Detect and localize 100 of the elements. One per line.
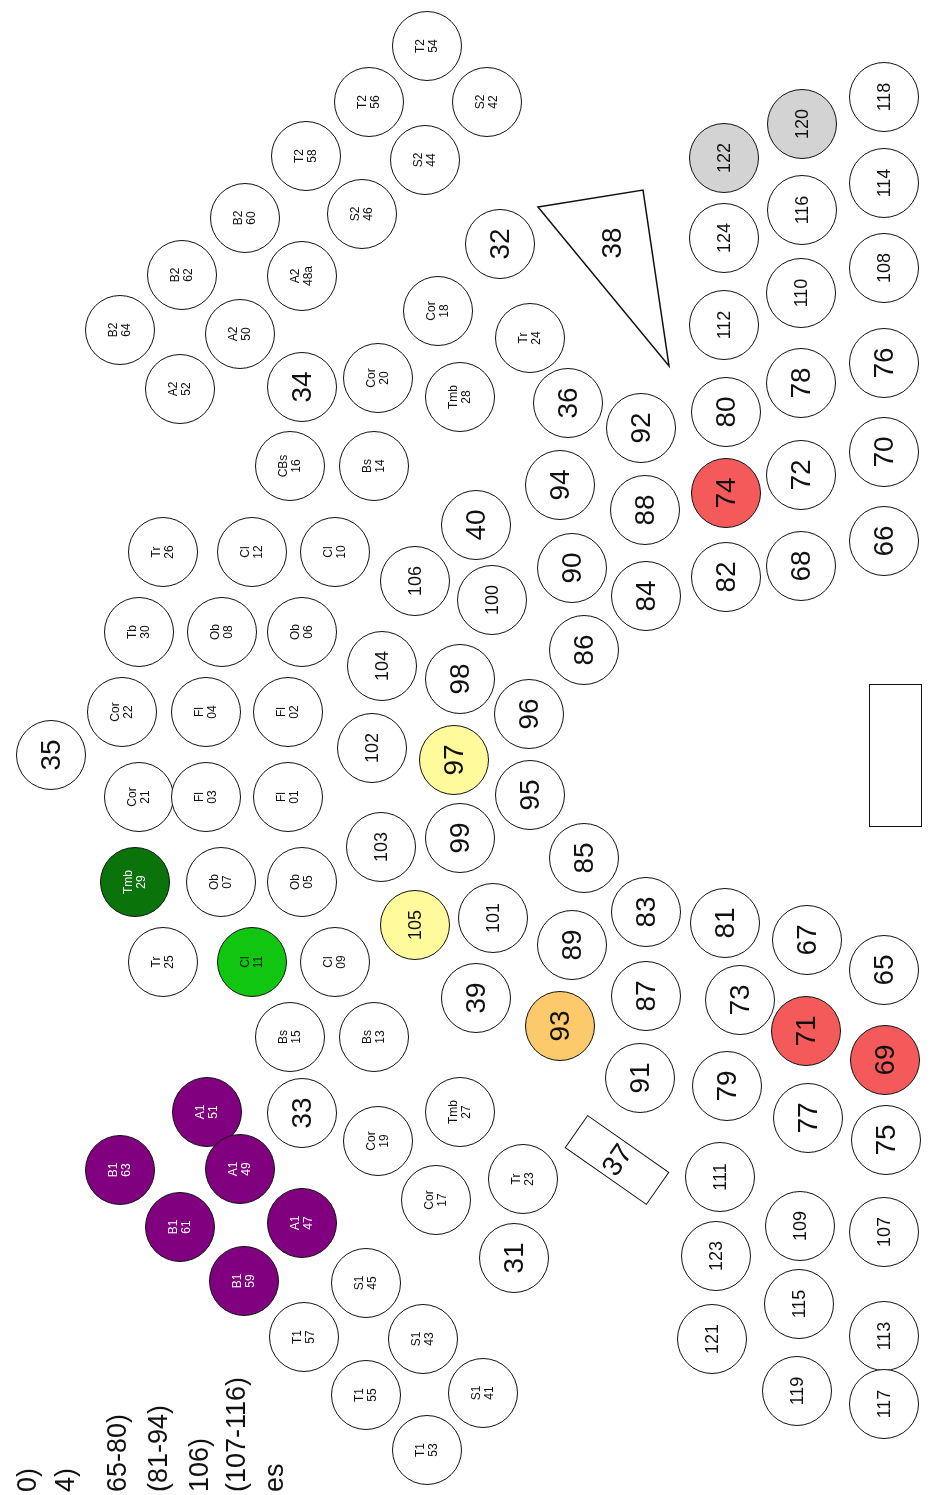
- seat-label: Fl 01: [275, 790, 301, 804]
- seat-label: 86: [569, 634, 599, 666]
- seat-label: Ob 06: [289, 624, 315, 640]
- seat-label: Cor 17: [423, 1190, 449, 1210]
- seat-circle: [392, 1415, 462, 1485]
- seat-circle: [448, 1358, 518, 1428]
- seat-label: A1 49: [227, 1161, 253, 1177]
- seat-label: Cor 20: [365, 368, 391, 388]
- seat-label: 70: [869, 436, 899, 468]
- seat-label: 69: [870, 1044, 900, 1076]
- seat-circle: [147, 240, 217, 310]
- seat-circle: [145, 1192, 215, 1262]
- seat-circle: [388, 1304, 458, 1374]
- seat-label: T2 54: [414, 39, 440, 53]
- seat-label: A1 47: [289, 1215, 315, 1231]
- seat-label: T2 58: [293, 149, 319, 163]
- seat-label: B1 59: [231, 1273, 257, 1289]
- seat-label: 101: [483, 903, 503, 933]
- seat-label: 87: [631, 980, 661, 1012]
- seat-circle: [269, 1302, 339, 1372]
- seat-label: S2 44: [412, 152, 438, 168]
- seat-circle: [334, 67, 404, 137]
- seat-label: 66: [869, 525, 899, 557]
- seat-circle: [390, 125, 460, 195]
- seat-label: 106: [405, 566, 425, 596]
- seat-label: 37: [596, 1138, 638, 1182]
- seat-label: 119: [787, 1376, 807, 1406]
- seat-label: Bs 13: [361, 1030, 387, 1044]
- seat-label: A2 48a: [289, 266, 315, 286]
- seat-label: Cl 09: [322, 955, 348, 969]
- seat-label: 34: [287, 371, 317, 403]
- seat-label: 99: [445, 822, 475, 854]
- seat-label: Fl 03: [193, 790, 219, 804]
- seat-circle: [205, 1134, 275, 1204]
- seat-label: 111: [710, 1163, 730, 1191]
- seat-label: S2 42: [474, 94, 500, 110]
- seat-circle: [145, 354, 215, 424]
- seat-label: 115: [789, 1289, 809, 1319]
- legend-text: 0): [12, 1468, 43, 1492]
- seat-label: 123: [706, 1241, 726, 1271]
- seat-label: Ob 08: [209, 624, 235, 640]
- seat-label: 105: [405, 910, 425, 940]
- seat-label: 88: [630, 494, 660, 526]
- seat-label: T1 57: [291, 1330, 317, 1344]
- seat-label: 73: [725, 984, 755, 1016]
- seat-label: Fl 02: [275, 705, 301, 719]
- seat-label: S1 41: [470, 1385, 496, 1401]
- seat-label: Tr 23: [510, 1172, 536, 1186]
- seat-label: 96: [514, 698, 544, 730]
- seat-label: B2 62: [169, 267, 195, 283]
- seat-label: Ob 05: [289, 874, 315, 890]
- seat-label: Fl 04: [193, 705, 219, 719]
- seat-label: A2 50: [227, 326, 253, 342]
- seat-label: 97: [439, 744, 469, 776]
- seat-label: 35: [36, 739, 66, 771]
- legend-text: 4): [50, 1468, 81, 1492]
- seat-circle: [267, 1188, 337, 1258]
- seat-label: 77: [793, 1102, 823, 1134]
- seat-label: S1 43: [410, 1331, 436, 1347]
- seat-label: 110: [791, 278, 811, 308]
- seat-label: 124: [714, 223, 734, 253]
- seat-label: 36: [553, 387, 583, 419]
- seat-circle: [210, 183, 280, 253]
- seat-label: B1 63: [107, 1162, 133, 1178]
- seat-label: 104: [372, 651, 392, 681]
- seat-circle: [271, 121, 341, 191]
- seat-label: 94: [545, 469, 575, 501]
- seat-label: 108: [874, 253, 894, 283]
- seat-label: 121: [702, 1324, 722, 1354]
- seat-circle: [549, 615, 619, 685]
- seat-label: 78: [786, 367, 816, 399]
- seat-label: 103: [371, 832, 391, 862]
- seat-circle: [392, 11, 462, 81]
- seat-label: 91: [625, 1062, 655, 1094]
- seat-label: T1 55: [353, 1388, 379, 1402]
- seat-label: Tr 24: [517, 331, 543, 345]
- seat-label: 118: [874, 82, 894, 112]
- seat-label: 75: [871, 1124, 901, 1156]
- legend-text: (81-94): [143, 1404, 174, 1492]
- seat-label: 114: [874, 168, 894, 198]
- seat-label: Cl 12: [239, 545, 265, 559]
- seat-label: 71: [791, 1015, 821, 1047]
- seat-label: 90: [557, 552, 587, 584]
- seat-label: 79: [712, 1070, 742, 1102]
- seat-label: Cl 11: [239, 955, 265, 969]
- seat-label: 81: [710, 907, 740, 939]
- seat-label: Ob 07: [208, 874, 234, 890]
- seat-label: Cor 19: [365, 1131, 391, 1151]
- seat-label: Bs 14: [361, 459, 387, 473]
- seat-label: A2 52: [167, 381, 193, 397]
- legend-text: es: [259, 1463, 290, 1492]
- seat-label: 117: [874, 1389, 894, 1419]
- seat-label: 38: [597, 227, 627, 259]
- seat-label: Cl 10: [322, 545, 348, 559]
- seat-label: 89: [557, 929, 587, 961]
- seat-label: Tmb 27: [447, 1100, 473, 1124]
- seat-label: 84: [631, 580, 661, 612]
- seat-label: Tmb 28: [447, 385, 473, 409]
- seat-label: 92: [626, 412, 656, 444]
- legend-text: 106): [184, 1437, 215, 1492]
